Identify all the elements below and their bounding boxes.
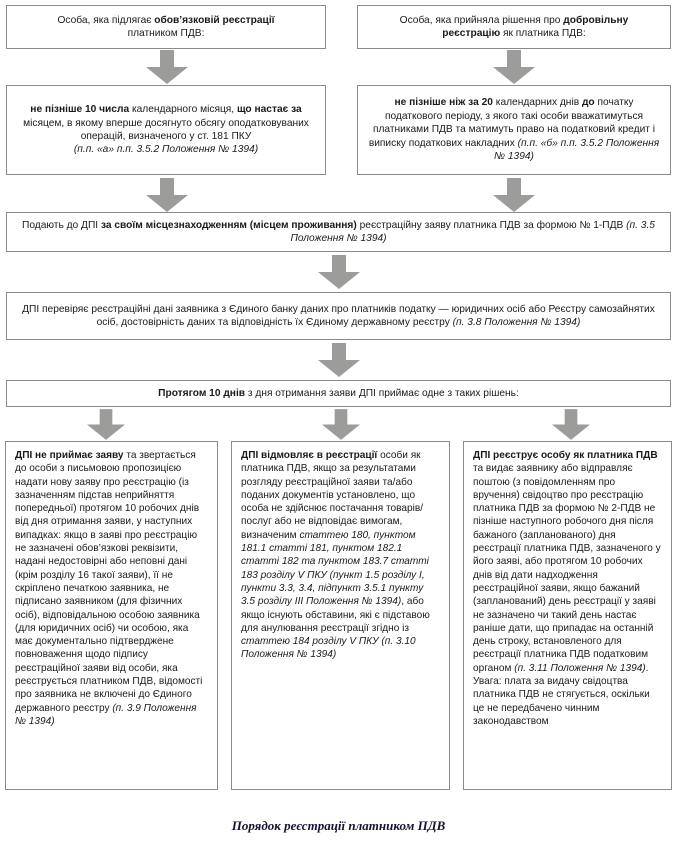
refuse-accept-text: ДПІ не приймає заяву та звертається до о… [15,449,208,728]
box-refuse-registration: ДПІ відмовляє в реєстрації особи як плат… [231,441,450,790]
mandatory-deadline-plain2: місяцем, в якому вперше досягнуто обсягу… [23,117,309,142]
refuse-registration-bold1: ДПІ відмовляє в реєстрації [241,450,378,461]
voluntary-deadline-text: не пізніше ніж за 20 календарних днів до… [367,96,661,163]
voluntary-deadline-plain2: початку податкового періоду, з якого так… [368,97,656,149]
refuse-registration-ref1: статтею 180, пунктом 181.1 статті 181, п… [241,529,429,608]
voluntary-text-part2: як платника ПДВ: [500,28,586,39]
box-decision-10-days: Протягом 10 днів з дня отримання заяви Д… [6,380,671,407]
arrow-left-deadline-to-submit [146,178,188,212]
refuse-registration-plain1: особи як платника ПДВ, якщо за результат… [241,450,423,541]
register-person-bold1: ДПІ реєструє особу як платника ПДВ [473,450,658,461]
decision-plain1: з дня отримання заяви ДПІ приймає одне з… [245,387,519,399]
refuse-accept-plain1: та звертається до особи з письмовою проп… [15,450,203,714]
submit-bold1: за своїм місцезнаходженням (місцем прожи… [100,219,357,231]
refuse-accept-ref: (п. 3.9 Положення № 1394) [15,702,197,727]
refuse-registration-ref2: статтею 184 розділу V ПКУ (п. 3.10 Полож… [241,636,416,661]
decision-bold1: Протягом 10 днів [158,387,246,399]
box-mandatory-registration: Особа, яка підлягає обов’язковій реєстра… [6,5,326,49]
arrow-submit-to-verify [318,255,360,289]
figure-caption: Порядок реєстрації платником ПДВ [231,818,446,833]
register-person-plain1: та видає заявнику або відправляє поштою … [473,463,661,674]
voluntary-deadline-bold2: до [581,97,595,109]
mandatory-deadline-bold1: не пізніше 10 числа [30,104,130,116]
decision-10-days-text: Протягом 10 днів з дня отримання заяви Д… [16,387,661,400]
verify-plain1: ДПІ перевіряє реєстраційні дані заявника… [22,303,655,328]
arrow-mandatory-to-deadline [146,50,188,84]
register-person-ref: (п. 3.11 Положення № 1394) [514,662,646,674]
voluntary-text-bold2: реєстрацію [442,28,501,39]
voluntary-deadline-bold1: не пізніше ніж за 20 [394,97,493,109]
submit-application-text: Подають до ДПІ за своїм місцезнаходження… [16,219,661,246]
voluntary-text-bold1: добровільну [563,14,629,26]
voluntary-registration-text: Особа, яка прийняла рішення про добровіл… [367,14,661,41]
voluntary-deadline-ref: (п.п. «б» п.п. 3.5.2 Положення № 1394) [494,137,660,163]
register-person-plain2: . Увага: плата за видачу свідоцтва платн… [473,662,650,727]
box-mandatory-deadline: не пізніше 10 числа календарного місяця,… [6,85,326,175]
refuse-registration-plain2: , або якщо існують обставини, які є підс… [241,596,430,634]
submit-ref: (п. 3.5 Положення № 1394) [290,219,655,244]
mandatory-text-bold: обов’язковій реєстрації [154,14,275,26]
verify-data-text: ДПІ перевіряє реєстраційні дані заявника… [16,303,661,330]
verify-ref: (п. 3.8 Положення № 1394) [452,317,581,328]
arrow-decision-to-refuse-accept [87,409,125,440]
register-person-text: ДПІ реєструє особу як платника ПДВ та ви… [473,449,662,728]
mandatory-text-part1: Особа, яка підлягає [57,14,155,26]
arrow-voluntary-to-deadline [493,50,535,84]
box-voluntary-registration: Особа, яка прийняла рішення про добровіл… [357,5,671,49]
arrow-decision-to-refuse-register [322,409,360,440]
box-voluntary-deadline: не пізніше ніж за 20 календарних днів до… [357,85,671,175]
mandatory-deadline-bold3: за [291,104,302,116]
voluntary-deadline-plain1: календарних днів [492,97,582,109]
mandatory-deadline-bold2: що настає [236,104,289,116]
box-register-person: ДПІ реєструє особу як платника ПДВ та ви… [463,441,672,790]
refuse-accept-bold1: ДПІ не приймає заяву [15,450,124,461]
mandatory-registration-text: Особа, яка підлягає обов’язковій реєстра… [16,14,316,41]
mandatory-deadline-plain1: календарного місяця, [129,104,237,116]
box-verify-data: ДПІ перевіряє реєстраційні дані заявника… [6,292,671,340]
submit-plain1: Подають до ДПІ [22,219,101,231]
mandatory-text-part2: платником ПДВ: [127,28,205,39]
box-submit-application: Подають до ДПІ за своїм місцезнаходження… [6,212,671,252]
voluntary-text-part1: Особа, яка прийняла рішення про [399,14,564,26]
arrow-right-deadline-to-submit [493,178,535,212]
submit-plain2: реєстраційну заяву платника ПДВ за формо… [356,219,627,231]
arrow-decision-to-register [552,409,590,440]
box-refuse-to-accept-application: ДПІ не приймає заяву та звертається до о… [5,441,218,790]
refuse-registration-text: ДПІ відмовляє в реєстрації особи як плат… [241,449,440,662]
arrow-verify-to-decision [318,343,360,377]
mandatory-deadline-ref: (п.п. «а» п.п. 3.5.2 Положення № 1394) [73,144,259,156]
mandatory-deadline-text: не пізніше 10 числа календарного місяця,… [16,103,316,157]
